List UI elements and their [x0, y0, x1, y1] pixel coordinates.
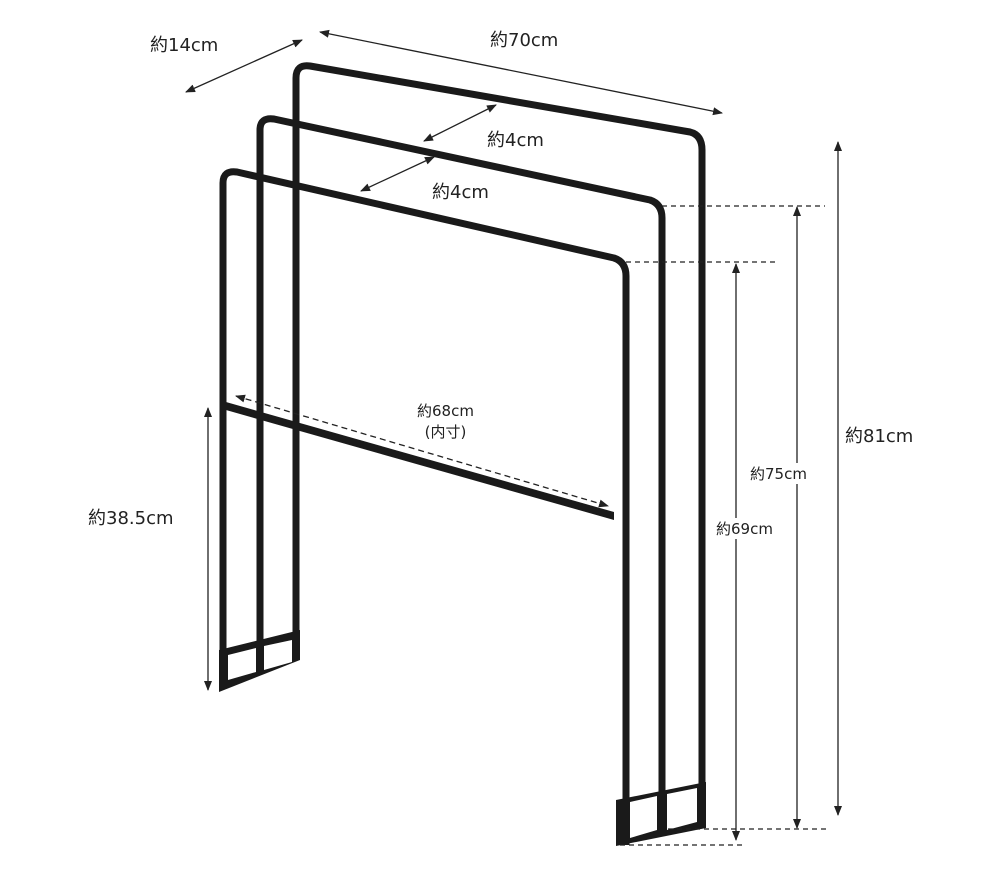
left-foot-gap: [264, 640, 292, 670]
inner-width-label: 約68cm (内寸): [408, 400, 483, 442]
middle-frame: [256, 115, 666, 836]
height-front-label: 約69cm: [716, 518, 773, 539]
right-foot-gap: [630, 796, 657, 838]
inner-width-arrow: [235, 394, 609, 508]
extension-lines: [620, 205, 830, 846]
gap-front-arrow: [360, 156, 435, 192]
inner-width-value: 約68cm: [417, 402, 474, 420]
width-arrow: [319, 29, 723, 116]
gap-back-label: 約4cm: [487, 130, 544, 151]
height-middle-label: 約75cm: [750, 463, 807, 484]
gap-back-arrow: [423, 104, 497, 142]
inner-width-note: (内寸): [424, 423, 467, 441]
depth-label: 約14cm: [150, 35, 219, 56]
depth-arrow: [185, 39, 303, 93]
bar-height-label: 約38.5cm: [88, 508, 174, 529]
dimension-lines: [185, 29, 842, 846]
gap-front-label: 約4cm: [432, 182, 489, 203]
right-foot-gap: [667, 788, 697, 830]
front-frame: [219, 168, 630, 845]
left-foot-gap: [228, 648, 256, 680]
height-total-label: 約81cm: [845, 426, 914, 447]
width-label: 約70cm: [490, 30, 559, 51]
